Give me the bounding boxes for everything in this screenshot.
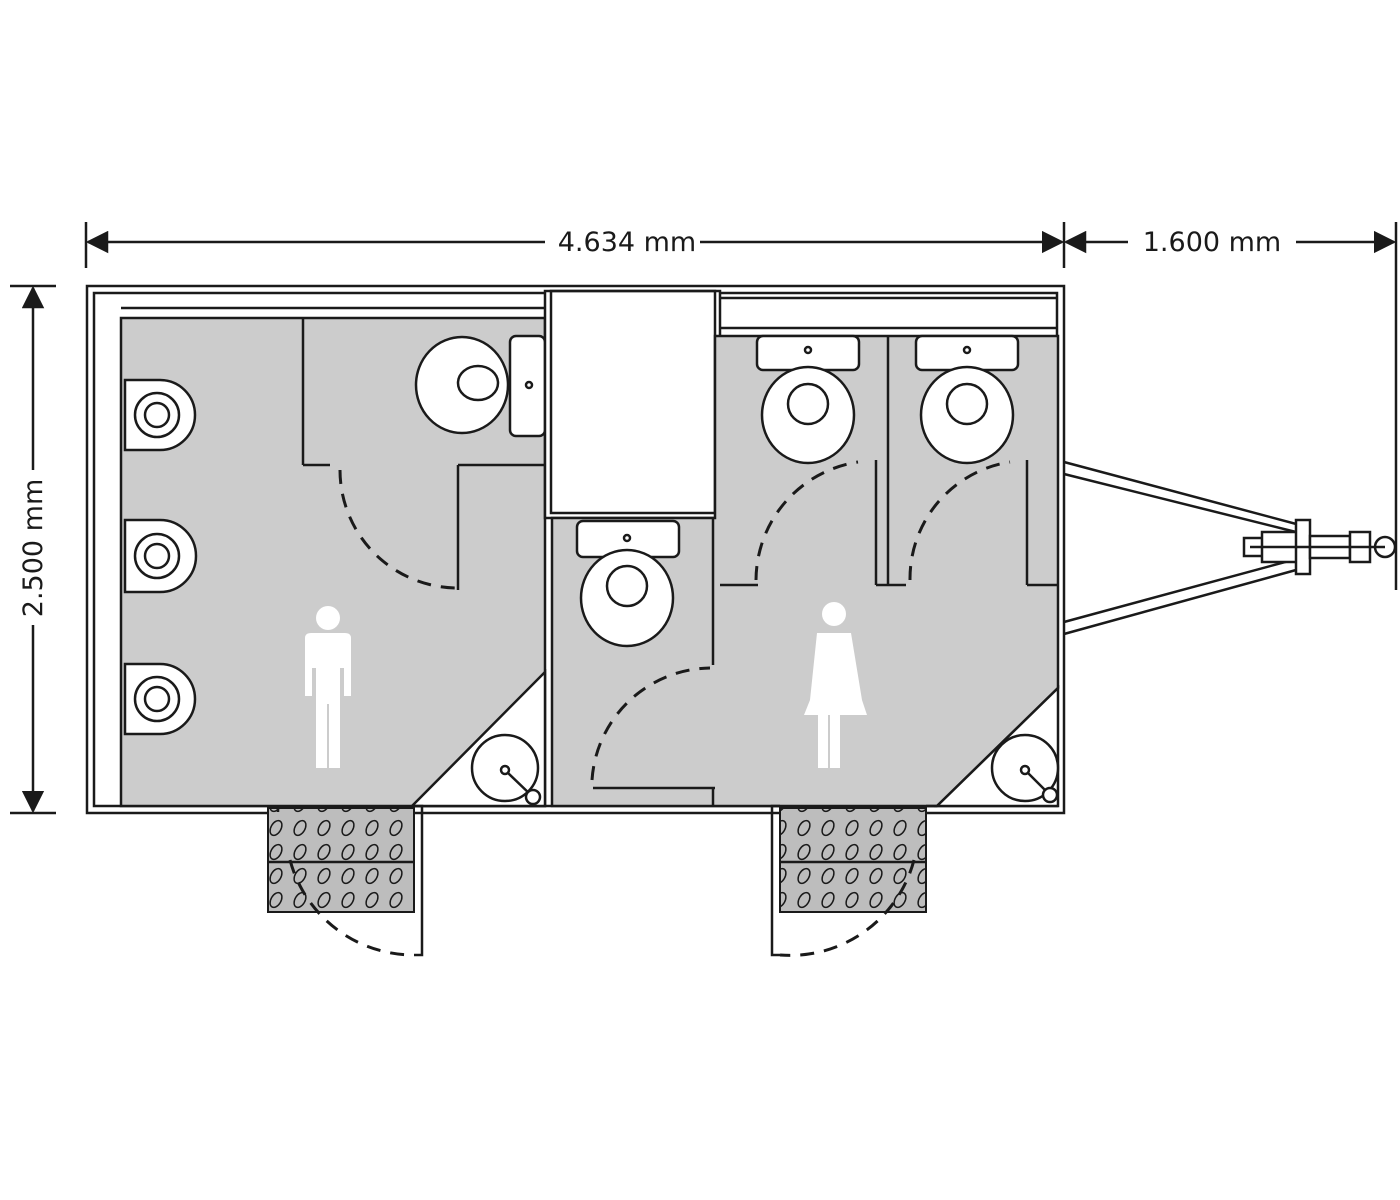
cubicle-door-swing bbox=[590, 666, 711, 781]
womens-room bbox=[550, 296, 1060, 808]
sink bbox=[470, 733, 542, 806]
womens-entrance bbox=[770, 804, 937, 957]
cubicle-door-swing bbox=[754, 460, 859, 581]
urinal bbox=[123, 662, 197, 736]
hitch-coupling bbox=[1242, 518, 1397, 576]
cubicle-door-swing bbox=[908, 460, 1011, 581]
length-dimension: 4.634 mm bbox=[84, 222, 1066, 268]
female-restroom-icon bbox=[804, 602, 867, 768]
width-dimension: 2.500 mm bbox=[10, 284, 56, 815]
toilet bbox=[575, 519, 681, 648]
urinal bbox=[123, 378, 197, 452]
mens-room bbox=[119, 306, 547, 808]
drawbar-label: 1.600 mm bbox=[1143, 227, 1281, 258]
length-label: 4.634 mm bbox=[558, 227, 696, 258]
drawbar-dimension: 1.600 mm bbox=[1063, 222, 1398, 590]
drawbar bbox=[1063, 460, 1397, 636]
entrance-door-swing bbox=[288, 859, 415, 957]
cubicle-door-swing bbox=[338, 469, 456, 590]
male-restroom-icon bbox=[305, 606, 351, 768]
sink bbox=[990, 733, 1060, 804]
entrance-door-swing bbox=[779, 859, 916, 957]
service-compartment bbox=[543, 289, 722, 520]
urinal bbox=[123, 518, 198, 594]
mens-entrance bbox=[267, 804, 424, 957]
toilet bbox=[914, 334, 1020, 465]
toilet bbox=[414, 334, 547, 438]
toilet bbox=[755, 334, 861, 465]
width-label: 2.500 mm bbox=[18, 479, 49, 617]
